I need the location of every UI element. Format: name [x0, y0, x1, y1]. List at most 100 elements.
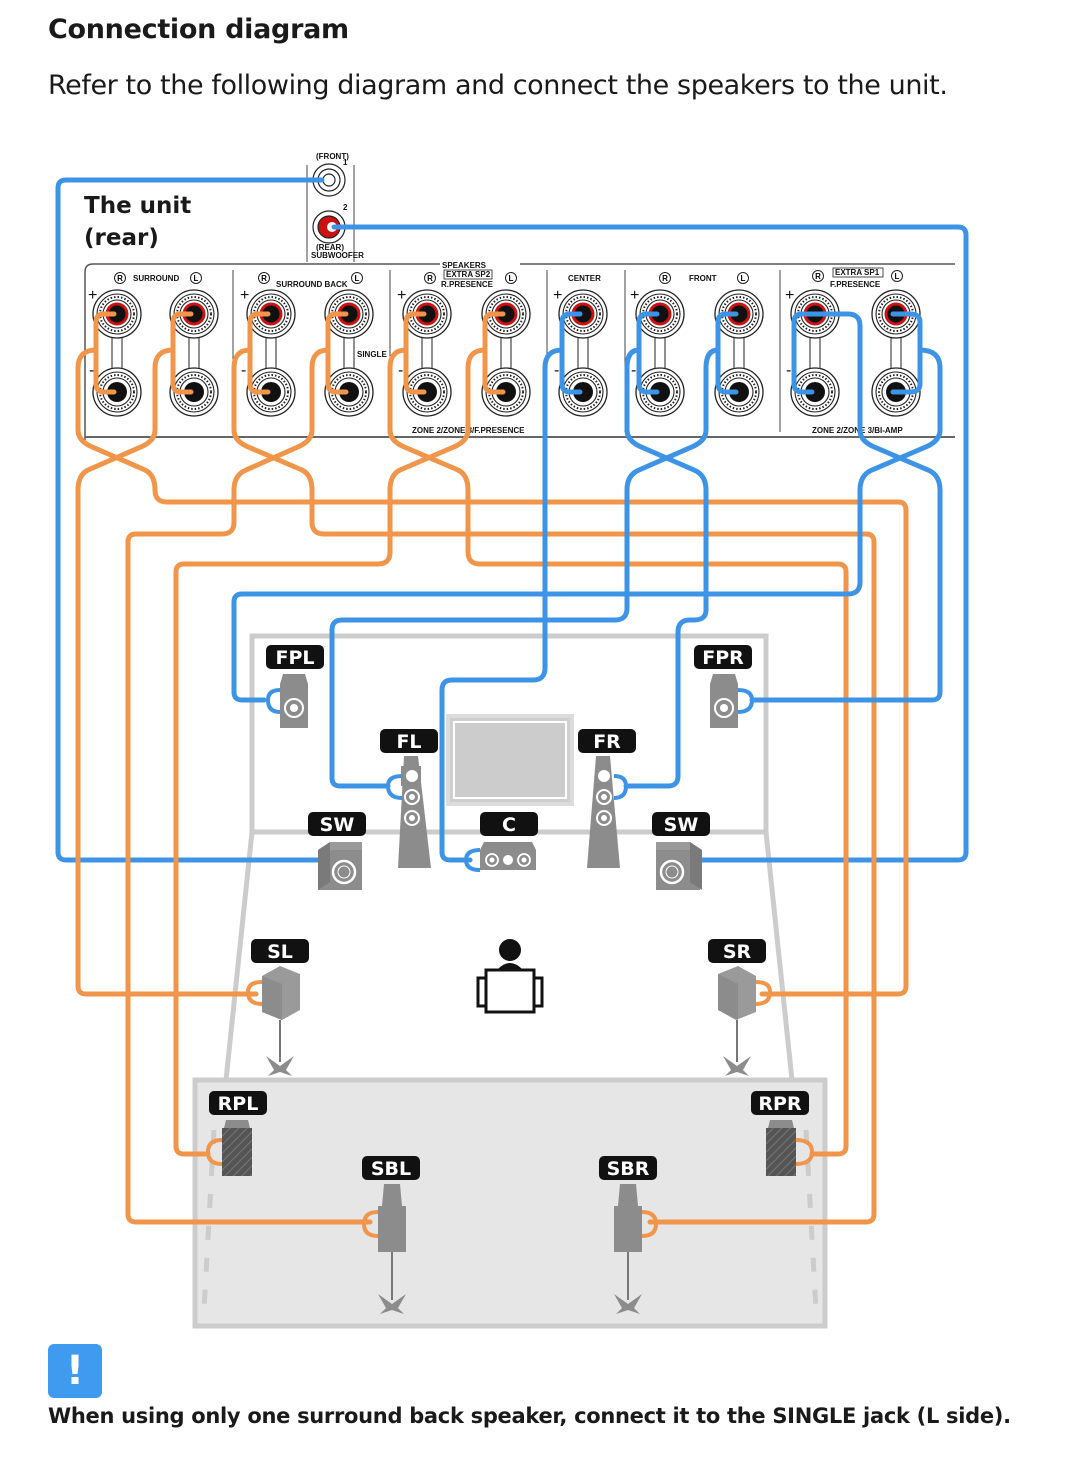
room-layout — [192, 633, 828, 1329]
wire-fr — [623, 347, 709, 789]
unit-label: The unit (rear) — [84, 190, 191, 254]
wire-sbl — [125, 347, 373, 1225]
speaker-rpl[interactable]: RPL — [205, 1091, 267, 1176]
wire-sw-right — [331, 224, 969, 863]
svg-text:SR: SR — [723, 941, 752, 963]
wire-fl — [329, 347, 721, 789]
svg-text:-: - — [398, 362, 403, 379]
svg-text:-: - — [554, 362, 559, 379]
svg-text:FPR: FPR — [702, 647, 744, 669]
group-label-r-presence: R.PRESENCE — [441, 280, 494, 289]
svg-text:+: + — [785, 287, 794, 304]
wires — [55, 177, 969, 1225]
svg-text:C: C — [502, 814, 516, 836]
terminal-surround-back-r-minus[interactable] — [246, 367, 296, 417]
sub-section-label: SUBWOOFER — [311, 251, 364, 260]
wire-rpr — [387, 347, 849, 1157]
wire-surround-r-loop — [93, 311, 117, 395]
speaker-c[interactable]: C — [463, 812, 538, 872]
channel-markers: R L R L R L R L R L — [114, 270, 903, 284]
wire-sbr — [231, 347, 877, 1225]
sub-rear-label: (REAR) — [316, 243, 344, 252]
sub-front-label: (FRONT) — [316, 152, 349, 161]
svg-text:L: L — [741, 274, 746, 283]
speaker-fl[interactable]: FL — [380, 729, 438, 868]
terminal-front-l-minus[interactable] — [714, 367, 764, 417]
svg-text:+: + — [553, 287, 562, 304]
speaker-fpl[interactable]: FPL — [265, 645, 324, 728]
group-label-f-presence: F.PRESENCE — [830, 280, 881, 289]
wire-fpl — [231, 347, 943, 703]
svg-text:-: - — [786, 362, 791, 379]
wire-sl — [75, 347, 909, 997]
svg-text:+: + — [240, 287, 249, 304]
unit-label-line2: (rear) — [84, 225, 159, 251]
svg-text:R: R — [261, 274, 267, 283]
speaker-sw-right[interactable]: SW — [652, 812, 710, 890]
svg-text:R: R — [815, 272, 821, 281]
rear-room-area — [192, 1077, 828, 1329]
wire-sb-l-loop — [325, 311, 349, 395]
group-label-center: CENTER — [568, 274, 601, 283]
svg-text:SL: SL — [267, 941, 293, 963]
svg-text:SBL: SBL — [371, 1158, 411, 1180]
speaker-sbl[interactable]: SBL — [361, 1156, 420, 1314]
svg-text:+: + — [397, 287, 406, 304]
speaker-rpr[interactable]: RPR — [751, 1091, 815, 1176]
speaker-fr[interactable]: FR — [578, 729, 636, 868]
svg-text:FPL: FPL — [275, 647, 314, 669]
svg-text:RPL: RPL — [218, 1093, 259, 1115]
terminal-surround-r-minus[interactable] — [92, 367, 142, 417]
wire-sr — [75, 347, 259, 997]
single-label: SINGLE — [357, 350, 387, 359]
wire-fp-r-loop — [791, 311, 815, 395]
svg-text:L: L — [895, 272, 900, 281]
speaker-sw-left[interactable]: SW — [308, 812, 366, 890]
speaker-fpr[interactable]: FPR — [694, 645, 755, 728]
wire-sb-r-loop — [247, 311, 271, 395]
terminal-front-r-minus[interactable] — [635, 367, 685, 417]
wire-surround-l-loop — [170, 311, 194, 395]
terminal-surround-l-minus[interactable] — [169, 367, 219, 417]
wire-rp-r-loop — [403, 311, 427, 395]
svg-text:L: L — [355, 274, 360, 283]
intro-text: Refer to the following diagram and conne… — [48, 70, 948, 101]
svg-text:SW: SW — [320, 814, 355, 836]
wire-fp-l-loop — [890, 311, 923, 395]
svg-text:L: L — [194, 274, 199, 283]
svg-text:FR: FR — [593, 731, 621, 753]
svg-text:+: + — [88, 287, 97, 304]
page-heading: Connection diagram — [48, 14, 349, 45]
group-label-surround-back: SURROUND BACK — [276, 280, 348, 289]
wire-center-loop — [559, 311, 583, 395]
connection-diagram: (FRONT) 1 2 (REAR) SUBWOOFER SPEAKERS SU… — [55, 152, 969, 1329]
terminal-f-presence-r-minus[interactable] — [790, 367, 840, 417]
svg-text:-: - — [241, 362, 246, 379]
speakers-header: SPEAKERS — [442, 261, 487, 270]
svg-text:L: L — [509, 274, 514, 283]
svg-text:RPR: RPR — [758, 1093, 802, 1115]
unit-rear-panel: (FRONT) 1 2 (REAR) SUBWOOFER SPEAKERS SU… — [84, 152, 955, 440]
group-label-surround: SURROUND — [133, 274, 179, 283]
polarity-markers: +- +- +- +- +- +- — [88, 287, 794, 379]
svg-text:FL: FL — [396, 731, 421, 753]
terminal-center-minus[interactable] — [558, 367, 608, 417]
sub-rear-num: 2 — [343, 203, 348, 212]
svg-text:R: R — [117, 274, 123, 283]
group-label-front: FRONT — [689, 274, 717, 283]
terminal-surround-back-l-minus[interactable] — [324, 367, 374, 417]
note-text: When using only one surround back speake… — [48, 1404, 1011, 1428]
speaker-sl[interactable]: SL — [245, 939, 309, 1076]
wire-center — [439, 347, 565, 863]
unit-label-line1: The unit — [84, 193, 192, 219]
svg-text:SW: SW — [664, 814, 699, 836]
svg-text:-: - — [631, 362, 636, 379]
speaker-sbr[interactable]: SBR — [599, 1156, 659, 1314]
speaker-terminals — [92, 289, 921, 417]
wire-rpl — [173, 347, 488, 1157]
sub-front-num: 1 — [343, 158, 348, 167]
terminal-r-presence-l-minus[interactable] — [481, 367, 531, 417]
terminal-r-presence-r-minus[interactable] — [402, 367, 452, 417]
speaker-sr[interactable]: SR — [708, 939, 773, 1076]
svg-text:+: + — [630, 287, 639, 304]
